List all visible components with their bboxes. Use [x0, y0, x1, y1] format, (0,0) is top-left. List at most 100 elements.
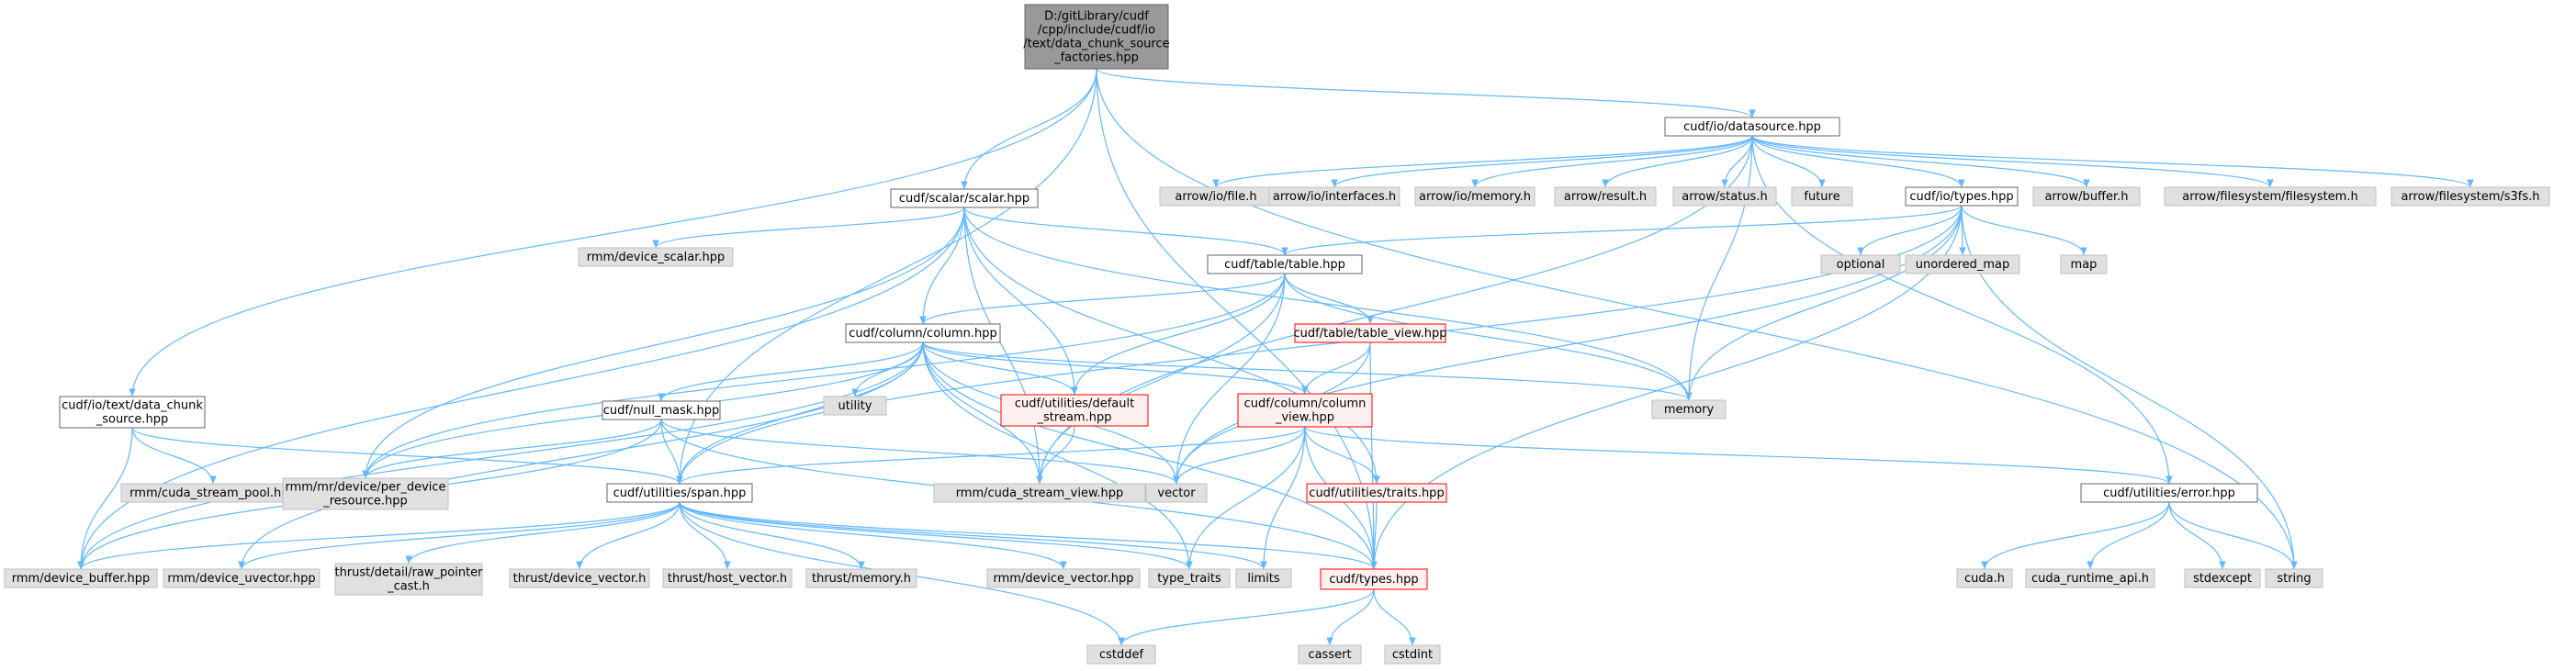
- node-error[interactable]: cudf/utilities/error.hpp: [2080, 483, 2258, 503]
- node-label: cudf/utilities/error.hpp: [2103, 486, 2235, 500]
- node-box: [334, 563, 483, 596]
- edge-column-view-to-vector: [1173, 426, 1306, 485]
- node-cuda-h: cuda.h: [1956, 568, 2013, 588]
- edge-column-view-to-span: [676, 426, 1306, 485]
- node-box: [805, 568, 917, 588]
- edge-scalar-to-default-stream: [963, 207, 1078, 396]
- node-box: [1235, 568, 1292, 588]
- edge-span-to-types: [679, 501, 1378, 570]
- edge-span-to-rmm-device-uvector: [238, 501, 681, 570]
- edge-table-to-table-view: [1284, 273, 1374, 325]
- node-root[interactable]: D:/gitLibrary/cudf/cpp/include/cudf/io/t…: [1023, 4, 1170, 70]
- node-label: arrow/buffer.h: [2044, 190, 2128, 204]
- node-label: arrow/status.h: [1682, 190, 1767, 204]
- edge-datasource-to-future: [1751, 135, 1826, 188]
- node-label: cudf/types.hpp: [1329, 573, 1418, 587]
- node-table-view[interactable]: cudf/table/table_view.hpp: [1294, 323, 1447, 343]
- node-label: arrow/io/memory.h: [1419, 190, 1531, 204]
- node-box: [933, 483, 1146, 503]
- node-table[interactable]: cudf/table/table.hpp: [1207, 254, 1363, 274]
- node-label: cudf/utilities/traits.hpp: [1309, 486, 1444, 500]
- node-arrow-result: arrow/result.h: [1554, 186, 1657, 207]
- edge-table-to-vector: [1173, 273, 1286, 485]
- node-scalar[interactable]: cudf/scalar/scalar.hpp: [890, 188, 1039, 208]
- node-thrust-device-vector: thrust/device_vector.h: [509, 568, 650, 588]
- edge-io-types-to-memory: [1685, 205, 1963, 401]
- node-label: thrust/detail/raw_pointer: [334, 566, 483, 580]
- node-label: _stream.hpp: [1037, 411, 1112, 425]
- node-io-types[interactable]: cudf/io/types.hpp: [1905, 186, 2019, 207]
- node-arrow-file: arrow/io/file.h: [1159, 186, 1273, 207]
- node-rmm-cuda-stream-pool: rmm/cuda_stream_pool.hpp: [120, 483, 306, 503]
- node-arrow-buffer: arrow/buffer.h: [2032, 186, 2141, 207]
- node-box: [986, 568, 1141, 588]
- node-thrust-host-vector: thrust/host_vector.h: [662, 568, 793, 588]
- node-label: _source.hpp: [96, 413, 169, 427]
- edge-datasource-to-memory: [1685, 135, 1753, 401]
- edge-column-to-types: [922, 341, 1378, 570]
- node-label: arrow/io/file.h: [1175, 190, 1256, 204]
- edge-null-mask-to-vector: [660, 419, 1180, 485]
- node-label: rmm/device_scalar.hpp: [587, 251, 726, 264]
- edge-column-to-null-mask: [658, 341, 924, 402]
- node-label: cudf/table/table.hpp: [1224, 258, 1345, 272]
- node-box: [2390, 186, 2550, 207]
- edge-scalar-to-per-device-resource: [362, 207, 965, 479]
- node-label: string: [2277, 572, 2311, 586]
- edge-span-to-thrust-host-vector: [679, 501, 731, 570]
- node-label: rmm/device_uvector.hpp: [167, 572, 315, 586]
- node-label: arrow/result.h: [1564, 190, 1647, 204]
- edge-table-to-default-stream: [1071, 273, 1286, 396]
- node-datasource[interactable]: cudf/io/datasource.hpp: [1664, 117, 1840, 137]
- node-types[interactable]: cudf/types.hpp: [1320, 568, 1428, 590]
- edge-column-view-to-limits: [1260, 426, 1306, 570]
- node-box: [1905, 186, 2019, 207]
- edge-data-chunk-source-to-rmm-device-buffer: [77, 427, 133, 570]
- node-rmm-device-uvector: rmm/device_uvector.hpp: [163, 568, 321, 588]
- node-box: [1791, 186, 1853, 207]
- node-rmm-device-buffer: rmm/device_buffer.hpp: [4, 568, 158, 588]
- node-arrow-fs: arrow/filesystem/filesystem.h: [2164, 186, 2377, 207]
- node-label: future: [1804, 190, 1839, 204]
- node-arrow-interfaces: arrow/io/interfaces.h: [1268, 186, 1400, 207]
- edge-span-to-rmm-device-buffer: [77, 501, 681, 570]
- node-rmm-device-scalar: rmm/device_scalar.hpp: [578, 247, 734, 267]
- node-per-device-resource: rmm/mr/device/per_device_resource.hpp: [282, 477, 449, 510]
- edge-datasource-to-arrow-result: [1602, 135, 1753, 188]
- node-span[interactable]: cudf/utilities/span.hpp: [606, 483, 753, 503]
- node-default-stream[interactable]: cudf/utilities/default_stream.hpp: [1000, 394, 1149, 427]
- node-label: rmm/device_buffer.hpp: [12, 572, 151, 586]
- node-label: rmm/cuda_stream_pool.hpp: [129, 486, 297, 500]
- node-box: [606, 483, 753, 503]
- node-future: future: [1791, 186, 1853, 207]
- node-string: string: [2265, 568, 2323, 588]
- node-box: [2164, 186, 2377, 207]
- node-column-view[interactable]: cudf/column/column_view.hpp: [1237, 393, 1373, 428]
- edge-types-to-cassert: [1326, 588, 1375, 646]
- node-rmm-cuda-stream-view: rmm/cuda_stream_view.hpp: [933, 483, 1146, 503]
- edge-scalar-to-rmm-device-scalar: [652, 207, 965, 249]
- node-label: /text/data_chunk_source: [1023, 38, 1169, 51]
- edge-root-to-string: [1096, 68, 2298, 570]
- node-cstdint: cstdint: [1384, 644, 1441, 665]
- edge-data-chunk-source-to-span: [131, 427, 683, 485]
- node-label: cudf/column/column: [1244, 397, 1367, 411]
- node-label: thrust/memory.h: [812, 572, 911, 586]
- edge-span-to-thrust-memory: [679, 501, 865, 570]
- edge-table-to-rmm-cuda-stream-view: [1036, 273, 1286, 485]
- node-box: [1384, 644, 1441, 665]
- edge-io-types-to-span: [676, 205, 1963, 485]
- node-null-mask[interactable]: cudf/null_mask.hpp: [602, 400, 721, 420]
- node-arrow-memory: arrow/io/memory.h: [1414, 186, 1535, 207]
- node-label: rmm/device_vector.hpp: [994, 572, 1134, 586]
- node-traits[interactable]: cudf/utilities/traits.hpp: [1306, 483, 1447, 503]
- node-arrow-s3: arrow/filesystem/s3fs.h: [2390, 186, 2550, 207]
- node-cstddef: cstddef: [1086, 644, 1156, 665]
- node-box: [163, 568, 321, 588]
- edge-error-to-string: [2168, 501, 2298, 570]
- node-column[interactable]: cudf/column/column.hpp: [845, 323, 1001, 343]
- node-data-chunk-source[interactable]: cudf/io/text/data_chunk_source.hpp: [59, 396, 206, 429]
- edge-io-types-to-vector: [1173, 205, 1963, 485]
- edge-error-to-cuda-runtime-api: [2087, 501, 2170, 570]
